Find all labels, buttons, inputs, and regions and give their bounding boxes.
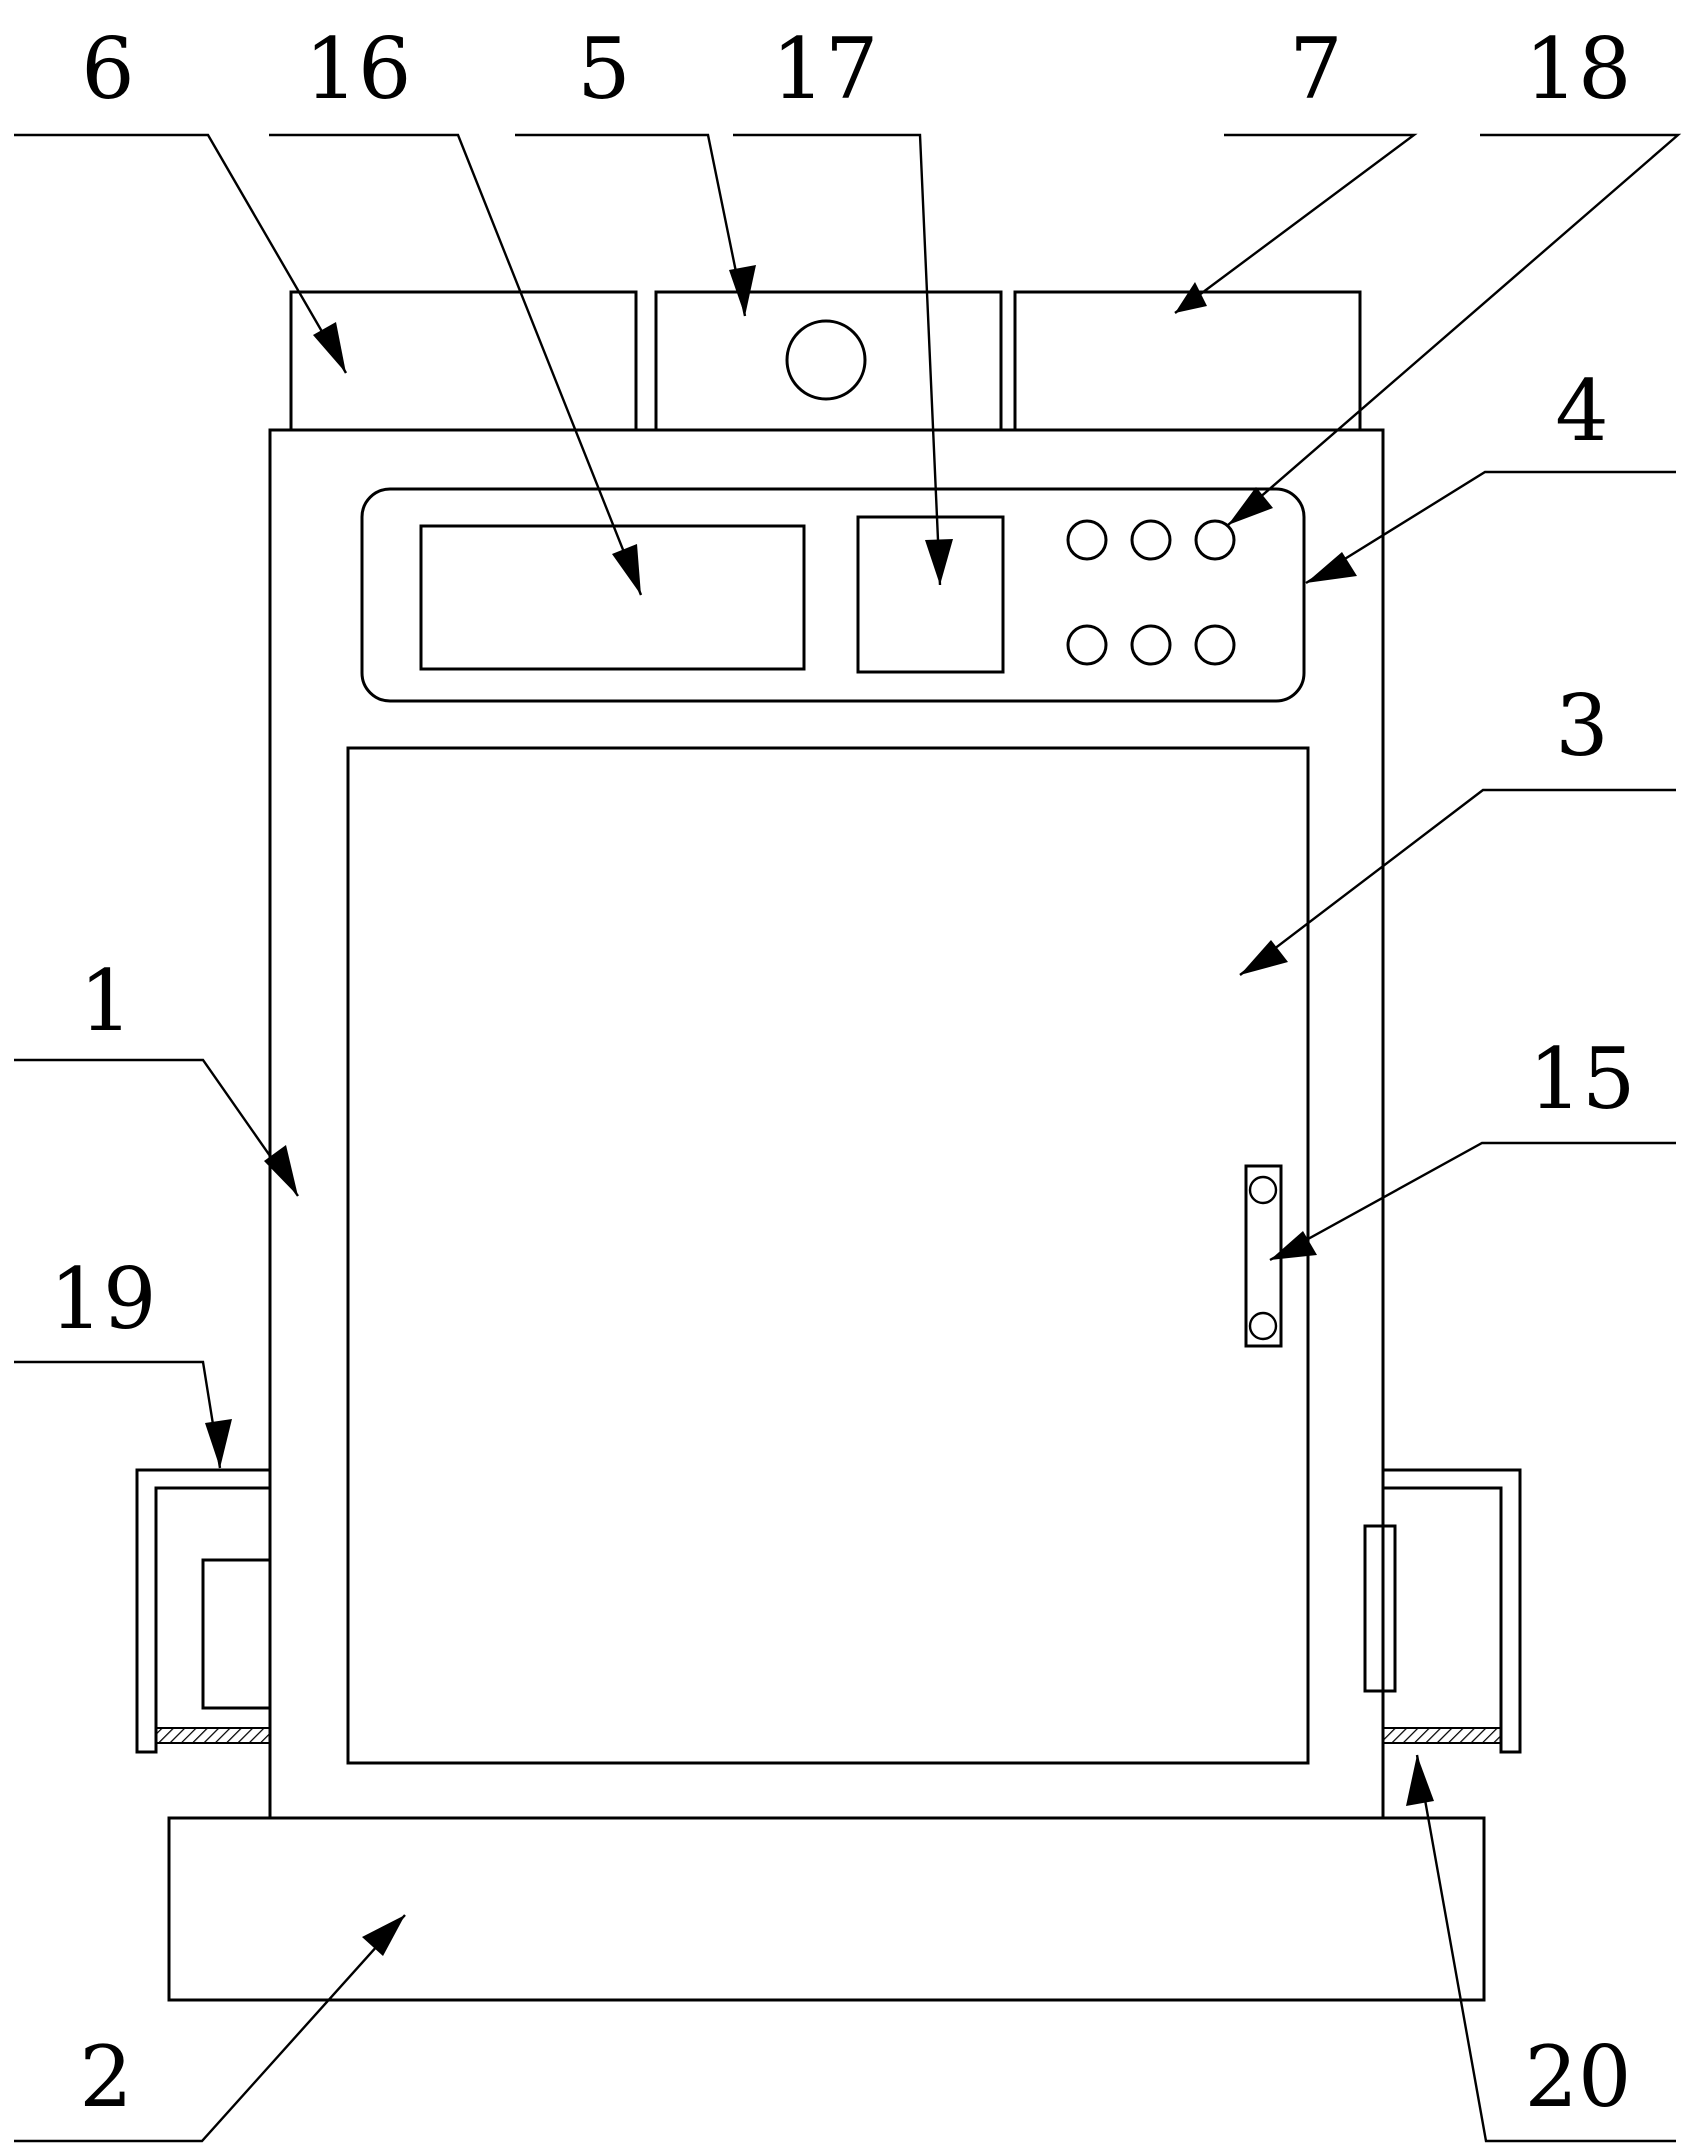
left-inner-block: [201, 1558, 272, 1710]
top-module-right: [1013, 290, 1362, 432]
door-handle-bolt-top: [1248, 1175, 1278, 1205]
button-3: [1194, 519, 1236, 561]
top-module-center-knob: [785, 319, 867, 401]
label-16: 16: [305, 20, 412, 118]
display-screen: [419, 524, 806, 671]
left-side-bracket: [135, 1468, 270, 1754]
cabinet-door: [346, 746, 1310, 1765]
label-17: 17: [772, 20, 879, 118]
cabinet-body: [268, 428, 1385, 1820]
label-6: 6: [81, 20, 134, 118]
label-20: 20: [1525, 2028, 1632, 2126]
cabinet-base: [167, 1816, 1486, 2002]
right-side-bracket: [1383, 1468, 1522, 1754]
label-1: 1: [79, 952, 132, 1050]
control-panel: [360, 487, 1306, 703]
label-3: 3: [1555, 677, 1608, 775]
button-4: [1066, 624, 1108, 666]
door-handle-bolt-bottom: [1248, 1311, 1278, 1341]
top-module-center: [654, 290, 1003, 432]
sub-display: [856, 515, 1005, 674]
label-2: 2: [79, 2028, 132, 2126]
right-hinge: [1363, 1524, 1397, 1693]
button-2: [1130, 519, 1172, 561]
label-5: 5: [577, 20, 630, 118]
button-5: [1130, 624, 1172, 666]
left-hatched-plate: [155, 1727, 271, 1744]
label-7: 7: [1289, 20, 1342, 118]
label-15: 15: [1529, 1030, 1636, 1128]
label-4: 4: [1555, 362, 1608, 460]
button-1: [1066, 519, 1108, 561]
right-hatched-plate: [1382, 1727, 1502, 1744]
label-18: 18: [1525, 20, 1632, 118]
button-6: [1194, 624, 1236, 666]
leader-lines: [14, 133, 1682, 2143]
label-19: 19: [50, 1250, 157, 1348]
